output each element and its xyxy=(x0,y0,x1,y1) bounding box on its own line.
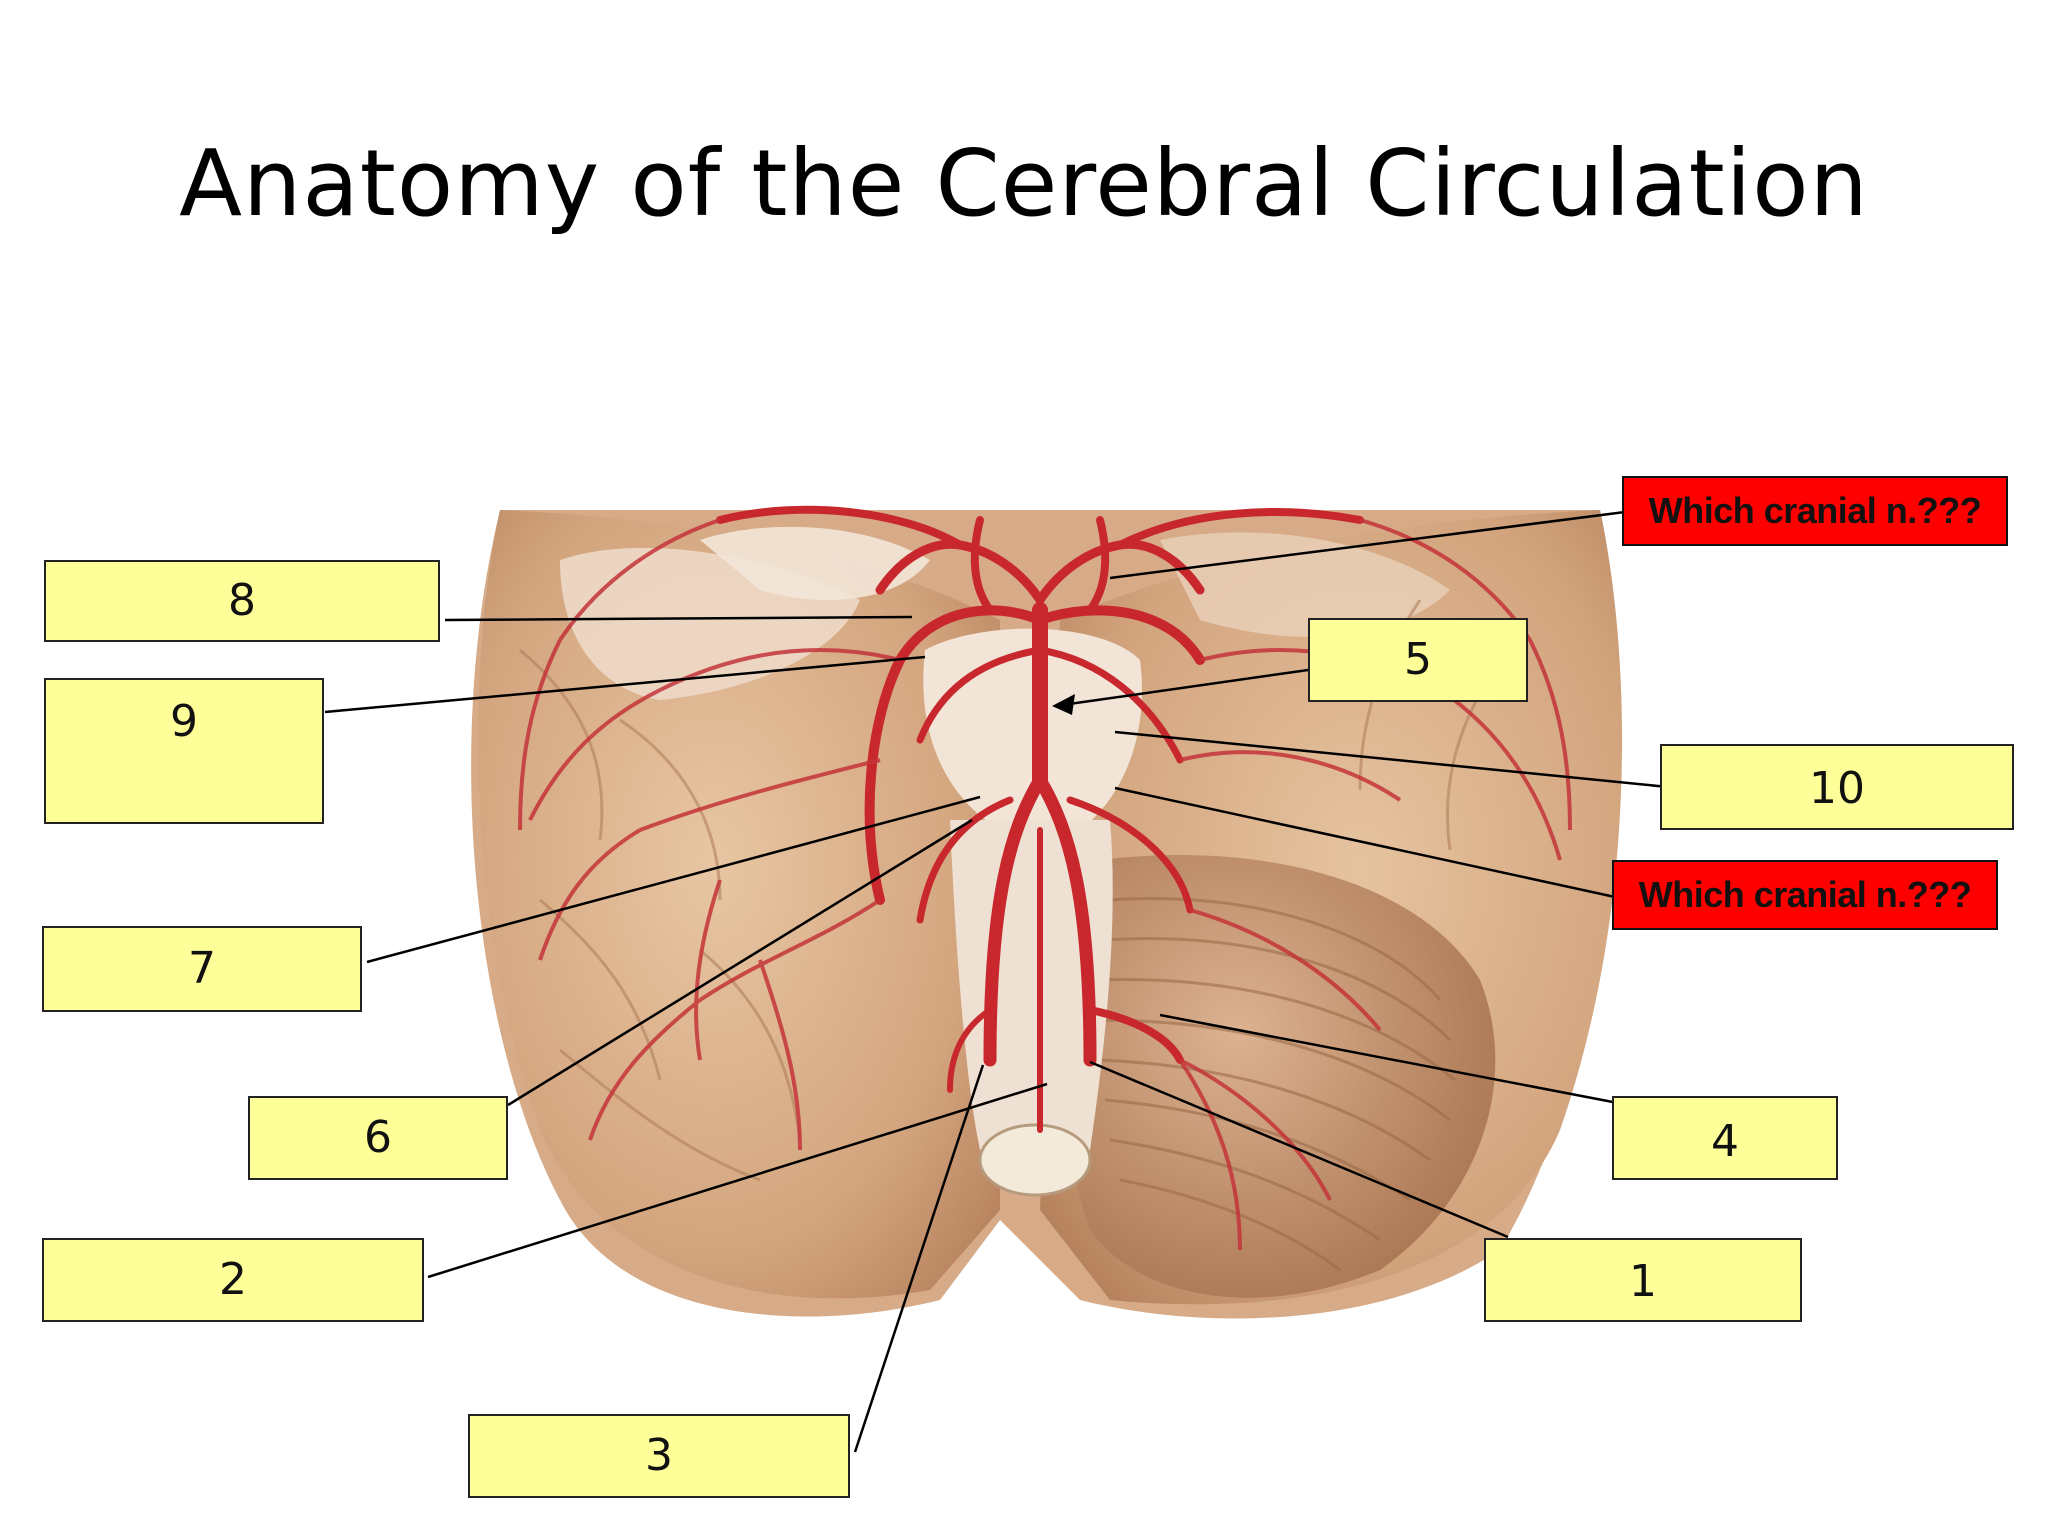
label-box-7[interactable]: 7 xyxy=(42,926,362,1012)
label-box-9[interactable]: 9 xyxy=(44,678,324,824)
leader-line-top-question xyxy=(1109,510,1626,580)
leader-line-1 xyxy=(1089,1060,1509,1239)
label-3-text: 3 xyxy=(645,1430,673,1481)
label-box-8[interactable]: 8 xyxy=(44,560,440,642)
leader-line-10 xyxy=(1114,730,1669,789)
leader-lines xyxy=(324,510,1669,1453)
arrowhead-5 xyxy=(1052,694,1075,715)
label-box-3[interactable]: 3 xyxy=(468,1414,850,1498)
question-middle-text: Which cranial n.??? xyxy=(1638,874,1972,915)
leader-line-4 xyxy=(1159,1013,1619,1105)
label-box-5[interactable]: 5 xyxy=(1308,618,1528,702)
leader-line-7 xyxy=(366,795,981,964)
label-box-4[interactable]: 4 xyxy=(1612,1096,1838,1180)
label-5-text: 5 xyxy=(1404,634,1432,685)
label-6-text: 6 xyxy=(364,1112,392,1163)
leader-line-5 xyxy=(1061,668,1309,707)
cranial-nerve-question-middle[interactable]: Which cranial n.??? xyxy=(1612,860,1998,930)
label-9-text: 9 xyxy=(170,696,198,747)
label-box-10[interactable]: 10 xyxy=(1660,744,2014,830)
leader-line-2 xyxy=(427,1082,1048,1279)
label-box-6[interactable]: 6 xyxy=(248,1096,508,1180)
leader-line-9 xyxy=(324,655,926,714)
label-10-text: 10 xyxy=(1809,763,1865,814)
leader-line-6 xyxy=(507,818,973,1107)
label-box-1[interactable]: 1 xyxy=(1484,1238,1802,1322)
label-2-text: 2 xyxy=(219,1254,247,1305)
label-4-text: 4 xyxy=(1711,1116,1739,1167)
leader-line-middle-question xyxy=(1114,786,1616,899)
question-top-text: Which cranial n.??? xyxy=(1648,490,1982,531)
label-1-text: 1 xyxy=(1629,1256,1657,1307)
label-box-2[interactable]: 2 xyxy=(42,1238,424,1322)
label-7-text: 7 xyxy=(188,943,216,994)
leader-line-8 xyxy=(444,615,913,622)
slide-title: Anatomy of the Cerebral Circulation xyxy=(179,130,1869,237)
label-8-text: 8 xyxy=(228,575,256,626)
cranial-nerve-question-top[interactable]: Which cranial n.??? xyxy=(1622,476,2008,546)
leader-line-3 xyxy=(853,1064,985,1453)
